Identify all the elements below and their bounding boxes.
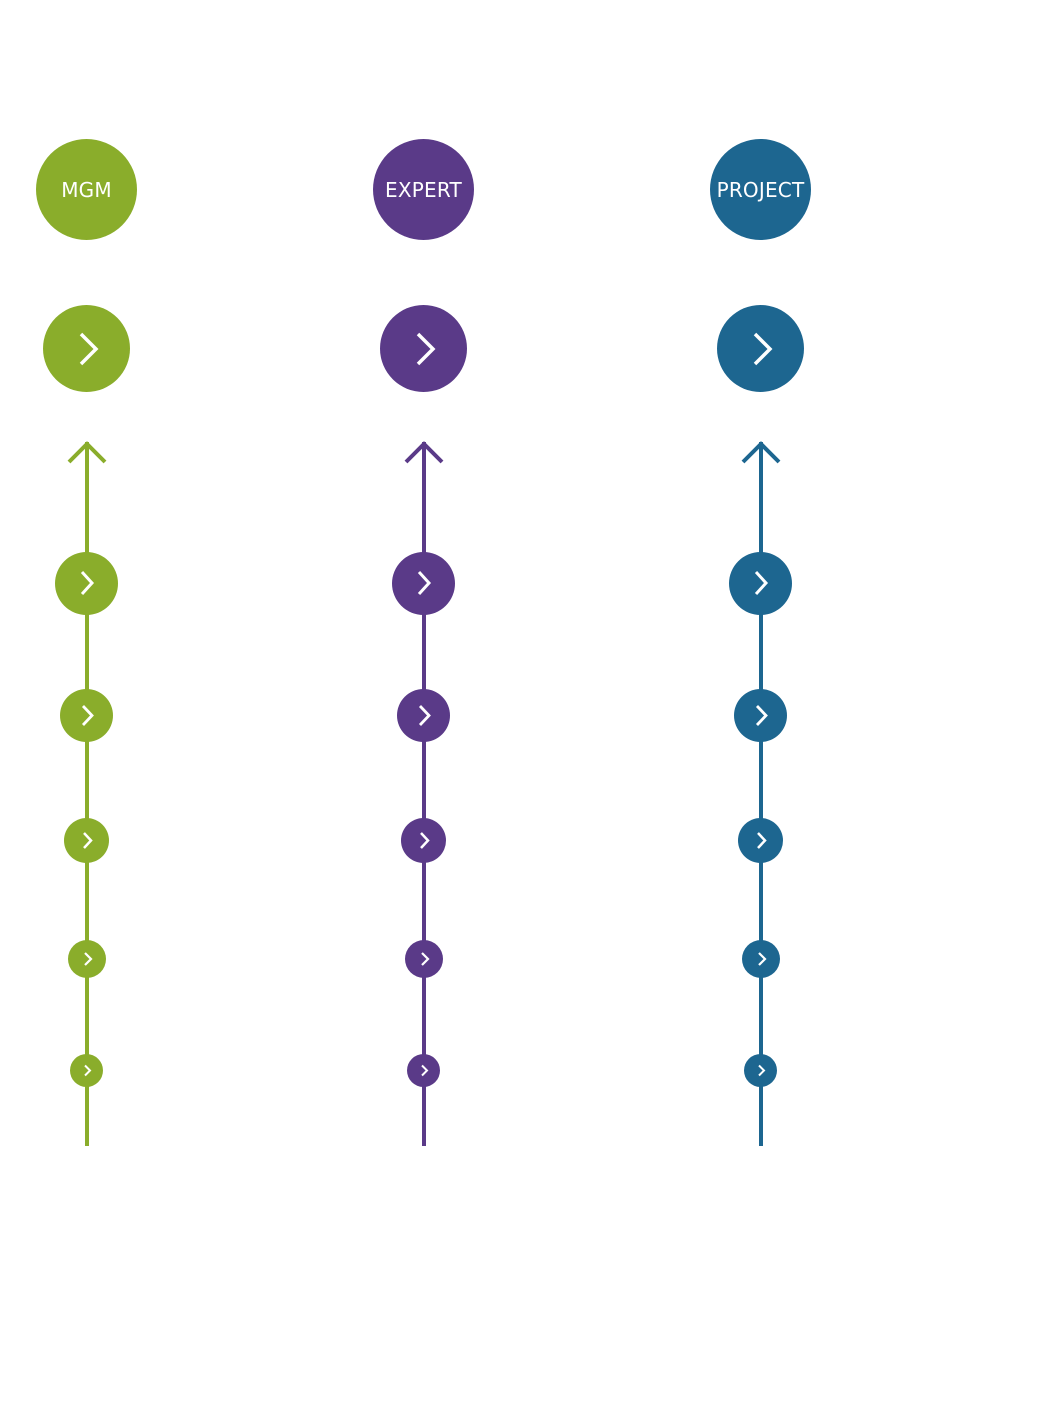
column-expert: EXPERT [354, 0, 494, 1416]
mgm-next-button[interactable] [43, 305, 130, 392]
chevron-right-icon [758, 1064, 766, 1077]
chevron-right-icon [418, 705, 431, 726]
mgm-timeline [17, 430, 157, 1150]
chevron-right-icon [754, 570, 769, 596]
mgm-label-text: MGM [61, 177, 112, 202]
project-label-text: PROJECT [716, 177, 805, 202]
project-label-badge: PROJECT [710, 139, 811, 240]
project-step-3[interactable] [738, 818, 783, 863]
expert-label-text: EXPERT [385, 177, 462, 202]
project-step-1[interactable] [729, 552, 792, 615]
chevron-right-icon [753, 332, 773, 366]
expert-timeline [354, 430, 494, 1150]
project-step-4[interactable] [742, 940, 780, 978]
expert-next-button[interactable] [380, 305, 467, 392]
mgm-step-4[interactable] [68, 940, 106, 978]
expert-step-3[interactable] [401, 818, 446, 863]
chevron-right-icon [420, 832, 430, 849]
arrow-up-icon [67, 441, 107, 1146]
expert-step-1[interactable] [392, 552, 455, 615]
chevron-right-icon [757, 832, 767, 849]
expert-label-badge: EXPERT [373, 139, 474, 240]
mgm-step-5[interactable] [70, 1054, 103, 1087]
chevron-right-icon [84, 1064, 92, 1077]
expert-step-5[interactable] [407, 1054, 440, 1087]
chevron-right-icon [83, 832, 93, 849]
expert-step-2[interactable] [397, 689, 450, 742]
mgm-label-badge: MGM [36, 139, 137, 240]
column-mgm: MGM [17, 0, 157, 1416]
project-step-2[interactable] [734, 689, 787, 742]
project-next-button[interactable] [717, 305, 804, 392]
chevron-right-icon [84, 952, 93, 966]
arrow-up-icon [741, 441, 781, 1146]
chevron-right-icon [417, 570, 432, 596]
mgm-step-3[interactable] [64, 818, 109, 863]
chevron-right-icon [758, 952, 767, 966]
project-step-5[interactable] [744, 1054, 777, 1087]
chevron-right-icon [81, 705, 94, 726]
chevron-right-icon [416, 332, 436, 366]
project-timeline [691, 430, 831, 1150]
chevron-right-icon [421, 952, 430, 966]
chevron-right-icon [80, 570, 95, 596]
column-project: PROJECT [691, 0, 831, 1416]
arrow-up-icon [404, 441, 444, 1146]
chevron-right-icon [755, 705, 768, 726]
mgm-step-1[interactable] [55, 552, 118, 615]
mgm-step-2[interactable] [60, 689, 113, 742]
expert-step-4[interactable] [405, 940, 443, 978]
chevron-right-icon [421, 1064, 429, 1077]
chevron-right-icon [79, 332, 99, 366]
